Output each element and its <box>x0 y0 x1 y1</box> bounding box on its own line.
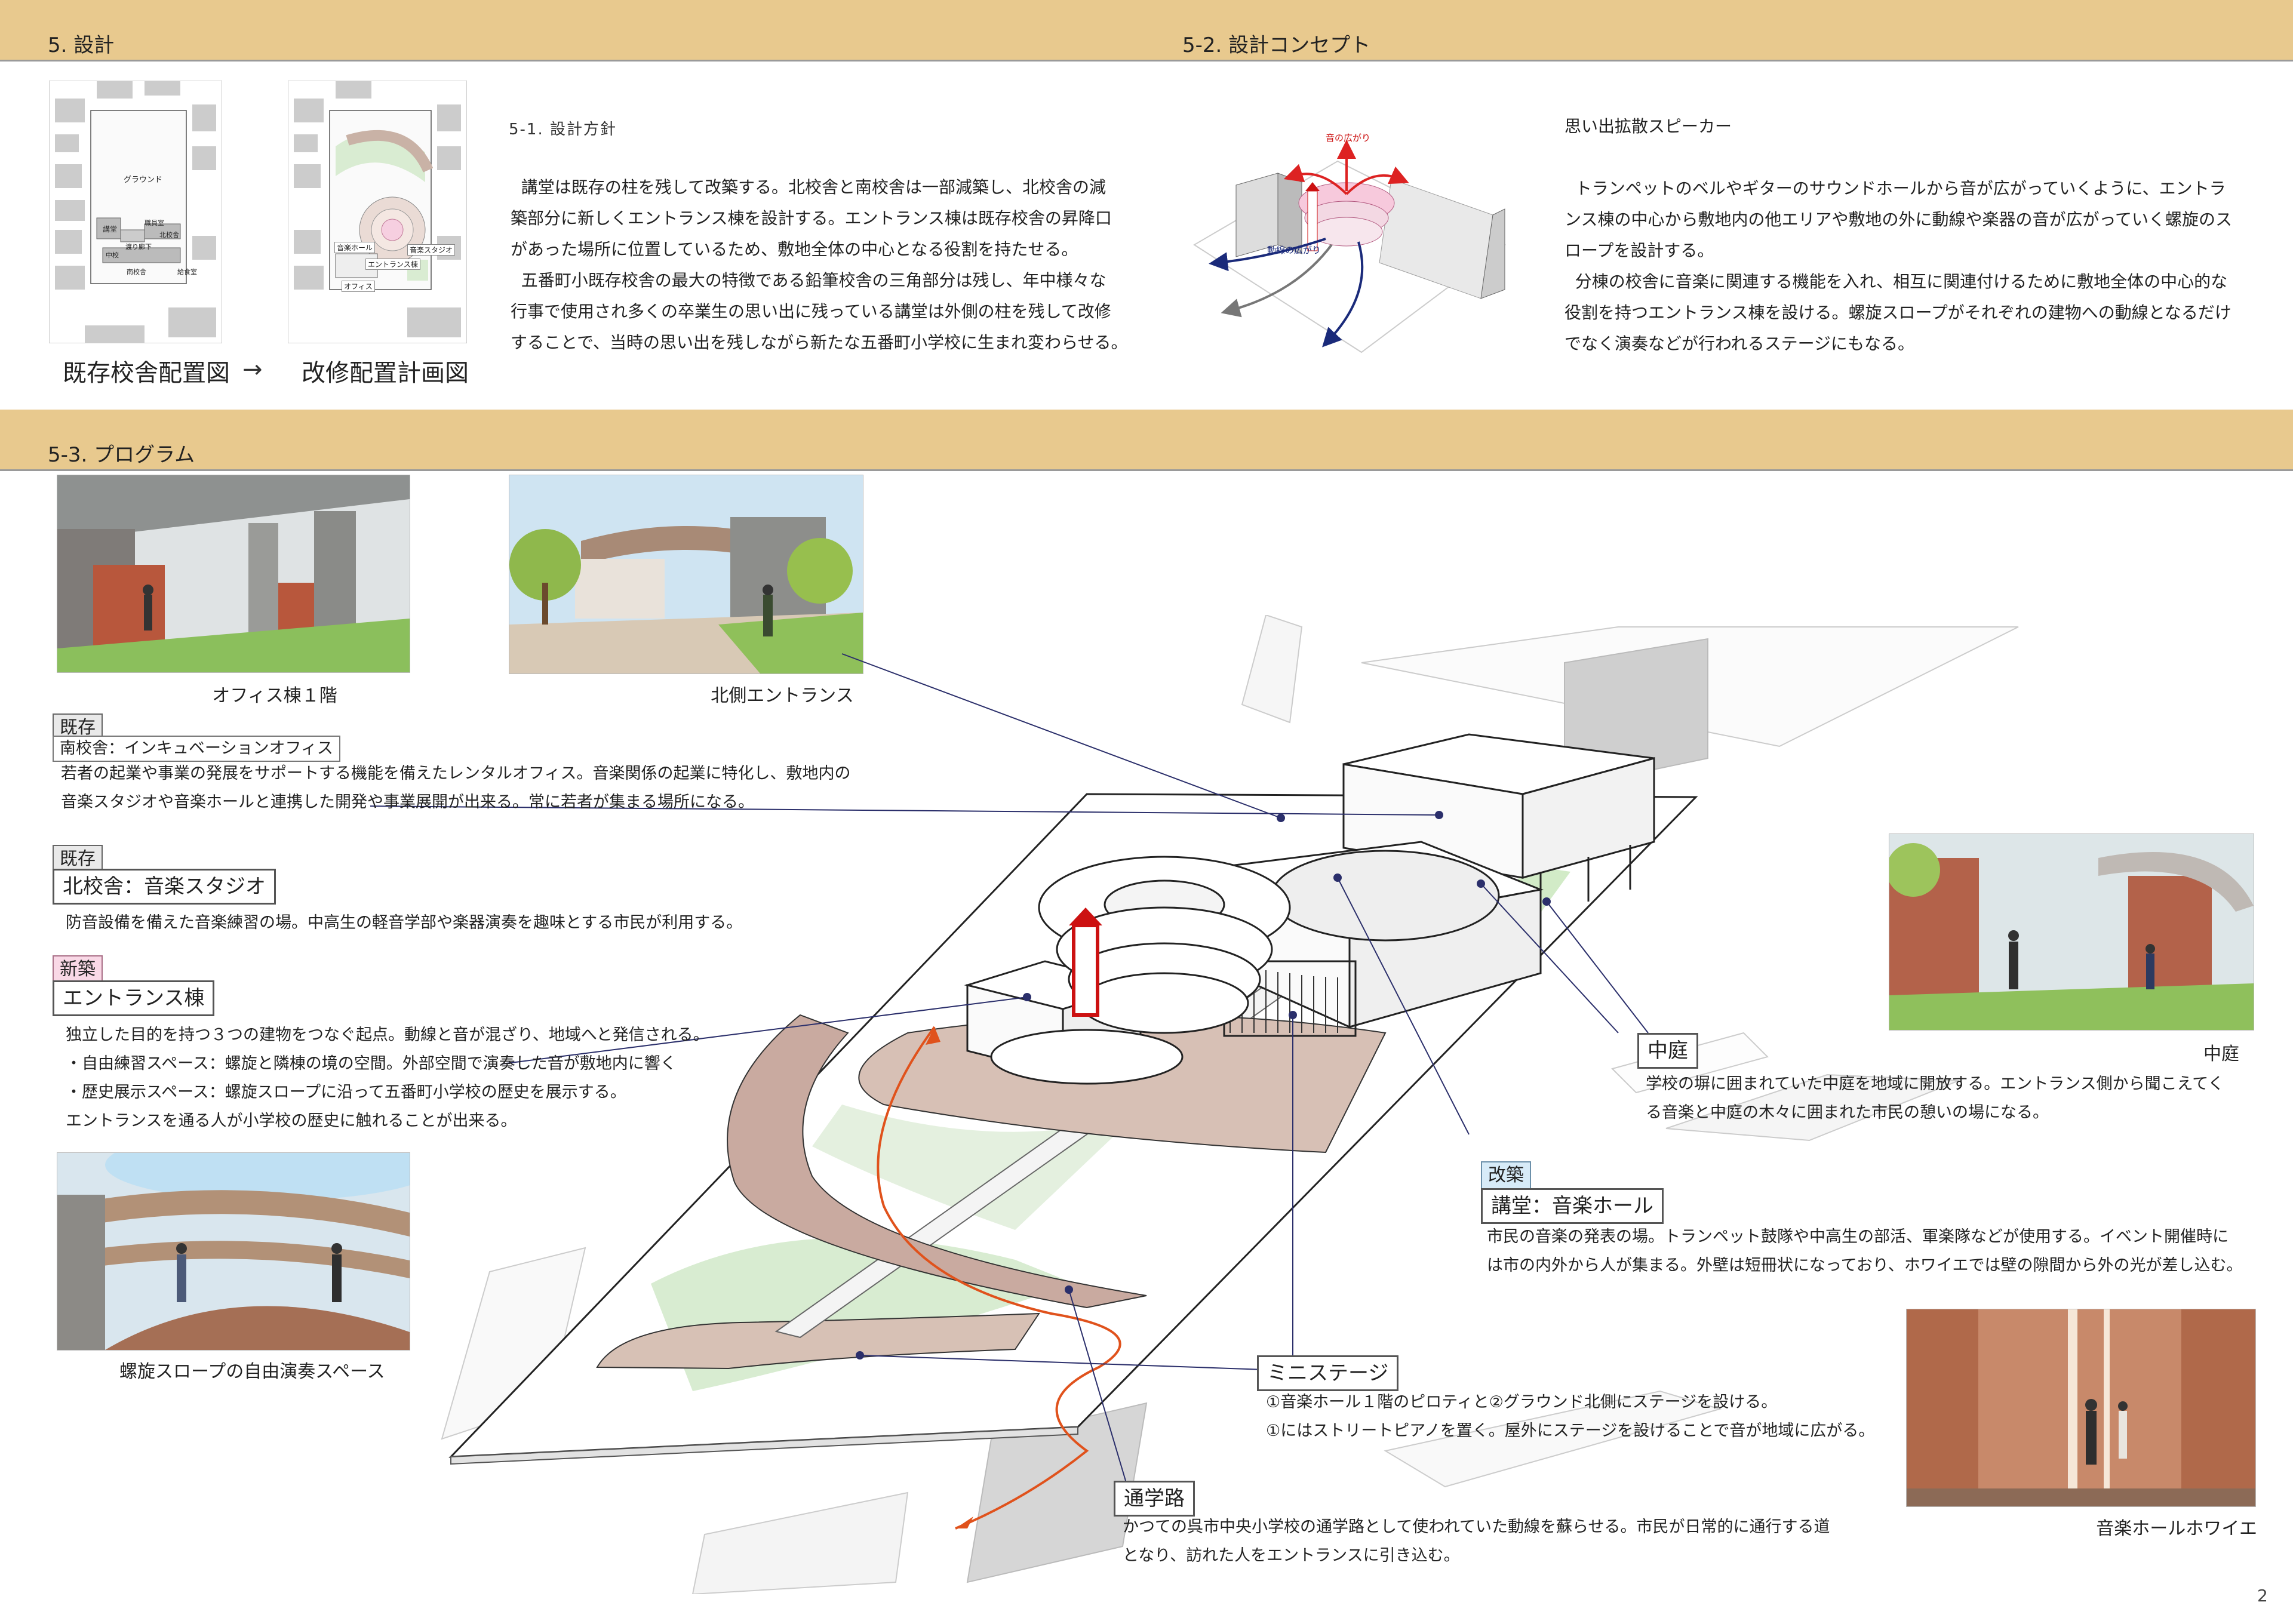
policy-title: 5-1. 設計方針 <box>509 121 617 139</box>
photo-foyer <box>1906 1309 2256 1507</box>
label-entrance-program: エントランス棟 <box>53 980 215 1016</box>
label-schoolroute: 通学路 <box>1114 1481 1195 1517</box>
existing-map-caption: 既存校舎配置図 <box>63 359 230 387</box>
concept-line: ロープを設計する。 <box>1564 241 1714 260</box>
label-corridor: 渡り廊下 <box>125 243 152 251</box>
tag-new-entrance: 新築 <box>53 955 103 984</box>
concept-title: 思い出拡散スピーカー <box>1564 116 1732 136</box>
flow-spread-label: 動線の広がり <box>1267 245 1321 256</box>
label-courtyard: 中庭 <box>1637 1033 1698 1069</box>
policy-line: 講堂は既存の柱を残して改築する。北校舎と南校舎は一部減築し、北校舎の減 <box>511 177 1106 197</box>
policy-line: 五番町小既存校舎の最大の特徴である鉛筆校舎の三角部分は残し、年中様々な <box>511 270 1106 290</box>
entrance-line: エントランスを通る人が小学校の歴史に触れることが出来る。 <box>66 1112 517 1130</box>
label-lecture: 講堂 <box>103 225 118 233</box>
entrance-line: 独立した目的を持つ３つの建物をつなぐ起点。動線と音が混ざり、地域へと発信される。 <box>66 1026 709 1044</box>
photo-office-floor <box>57 475 410 673</box>
section-band-top: 5. 設計 5-2. 設計コンセプト <box>0 0 2293 61</box>
caption-courtyard: 中庭 <box>2203 1044 2239 1065</box>
caption-foyer: 音楽ホールホワイエ <box>2096 1518 2257 1539</box>
photo-north-entrance <box>509 475 863 674</box>
ministage-desc: ①音楽ホール１階のピロティと②グラウンド北側にステージを設ける。 ①にはストリー… <box>1266 1388 1923 1445</box>
concept-line: 役割を持つエントランス棟を設ける。螺旋スロープがそれぞれの建物への動線となるだけ <box>1564 303 2231 322</box>
label-middle: 中校 <box>106 251 119 259</box>
schoolroute-line: となり、訪れた人をエントランスに引き込む。 <box>1123 1546 1460 1565</box>
concept-line: 分棟の校舎に音楽に関連する機能を入れ、相互に関連付けるために敷地全体の中心的な <box>1564 272 2228 291</box>
policy-line: 築部分に新しくエントランス棟を設計する。エントランス棟は既存校舎の昇降口 <box>511 208 1112 228</box>
hall-line: は市の内外から人が集まる。外壁は短冊状になっており、ホワイエでは壁の隙間から外の… <box>1487 1256 2243 1275</box>
caption-spiral-slope: 螺旋スロープの自由演奏スペース <box>119 1361 385 1382</box>
label-office: オフィス <box>342 281 375 292</box>
axonometric-drawing <box>370 615 2114 1594</box>
label-entrance-bldg: エントランス棟 <box>365 259 420 270</box>
concept-diagram: 音の広がり 動線の広がり <box>1182 125 1517 358</box>
entrance-line: ・歴史展示スペース：螺旋スロープに沿って五番町小学校の歴史を展示する。 <box>66 1083 626 1102</box>
section-title-design: 5. 設計 <box>48 33 115 57</box>
studio-desc: 防音設備を備えた音楽練習の場。中高生の軽音学部や楽器演奏を趣味とする市民が利用す… <box>66 909 842 937</box>
page-number: 2 <box>2257 1586 2268 1605</box>
concept-line: トランペットのベルやギターのサウンドホールから音が広がっていくように、エントラ <box>1564 179 2226 198</box>
courtyard-line: 学校の塀に囲まれていた中庭を地域に開放する。エントランス側から聞こえてく <box>1646 1075 2224 1093</box>
ministage-line: ①にはストリートピアノを置く。屋外にステージを設けることで音が地域に広がる。 <box>1266 1422 1875 1440</box>
caption-north-entrance: 北側エントランス <box>711 685 854 706</box>
policy-text: 講堂は既存の柱を残して改築する。北校舎と南校舎は一部減築し、北校舎の減 築部分に… <box>511 172 1128 358</box>
concept-line: でなく演奏などが行われるステージにもなる。 <box>1564 334 1915 353</box>
office-line: 若者の起業や事業の発展をサポートする機能を備えたレンタルオフィス。音楽関係の起業… <box>61 764 851 783</box>
section-title-concept: 5-2. 設計コンセプト <box>1182 33 1371 57</box>
label-ministage: ミニステージ <box>1257 1355 1399 1391</box>
label-music-hall: 音楽ホール <box>334 242 376 253</box>
schoolroute-line: かつての呉市中央小学校の通学路として使われていた動線を蘇らせる。市民が日常的に通… <box>1123 1518 1830 1536</box>
ministage-line: ①音楽ホール１階のピロティと②グラウンド北側にステージを設ける。 <box>1266 1393 1778 1411</box>
office-desc: 若者の起業や事業の発展をサポートする機能を備えたレンタルオフィス。音楽関係の起業… <box>61 759 885 817</box>
label-hall-program: 講堂：音楽ホール <box>1481 1188 1664 1224</box>
existing-site-map: グラウンド 講堂 職員室 北校舎 渡り廊下 中校 給食室 南校舎 <box>49 81 222 343</box>
label-north: 北校舎 <box>159 231 179 239</box>
plan-site-map: 音楽ホール 音楽スタジオ エントランス棟 オフィス <box>288 81 467 343</box>
section-band-program: 5-3. プログラム <box>0 410 2293 471</box>
section-title-program: 5-3. プログラム <box>48 443 195 467</box>
courtyard-line: る音楽と中庭の木々に囲まれた市民の憩いの場になる。 <box>1646 1103 2049 1122</box>
sound-spread-label: 音の広がり <box>1326 133 1371 143</box>
label-music-studio: 音楽スタジオ <box>407 244 456 256</box>
concept-text: トランペットのベルやギターのサウンドホールから音が広がっていくように、エントラ … <box>1564 173 2257 359</box>
office-line: 音楽スタジオや音楽ホールと連携した開発や事業展開が出来る。常に若者が集まる場所に… <box>61 793 754 811</box>
label-staff: 職員室 <box>145 219 164 227</box>
entrance-desc: 独立した目的を持つ３つの建物をつなぐ起点。動線と音が混ざり、地域へと発信される。… <box>66 1021 782 1136</box>
entrance-line: ・自由練習スペース：螺旋と隣棟の境の空間。外部空間で演奏した音が敷地内に響く <box>66 1054 677 1073</box>
schoolroute-desc: かつての呉市中央小学校の通学路として使われていた動線を蘇らせる。市民が日常的に通… <box>1123 1513 1899 1570</box>
caption-office-floor: オフィス棟１階 <box>212 685 337 706</box>
map-arrow: → <box>242 356 263 383</box>
tag-renovated-hall: 改築 <box>1481 1161 1531 1190</box>
label-nurse: 給食室 <box>177 268 197 276</box>
policy-line: することで、当時の思い出を残しながら新たな五番町小学校に生まれ変わらせる。 <box>511 333 1128 352</box>
studio-line: 防音設備を備えた音楽練習の場。中高生の軽音学部や楽器演奏を趣味とする市民が利用す… <box>66 914 743 932</box>
photo-courtyard <box>1889 833 2254 1031</box>
hall-line: 市民の音楽の発表の場。トランペット鼓隊や中高生の部活、軍楽隊などが使用する。イベ… <box>1487 1228 2229 1246</box>
policy-line: 行事で使用され多くの卒業生の思い出に残っている講堂は外側の柱を残して改修 <box>511 302 1111 321</box>
label-south: 南校舎 <box>127 268 146 276</box>
label-studio-program: 北校舎：音楽スタジオ <box>53 869 276 905</box>
photo-spiral-slope <box>57 1152 410 1351</box>
plan-map-caption: 改修配置計画図 <box>302 359 469 387</box>
concept-line: ンス棟の中心から敷地内の他エリアや敷地の外に動線や楽器の音が広がっていく螺旋のス <box>1564 210 2233 229</box>
label-office-program: 南校舎：インキュベーションオフィス <box>53 736 340 762</box>
courtyard-desc: 学校の塀に囲まれていた中庭を地域に開放する。エントランス側から聞こえてく る音楽… <box>1646 1070 2255 1127</box>
hall-desc: 市民の音楽の発表の場。トランペット鼓隊や中高生の部活、軍楽隊などが使用する。イベ… <box>1487 1223 2263 1280</box>
policy-line: があった場所に位置しているため、敷地全体の中心となる役割を持たせる。 <box>511 239 1078 259</box>
label-ground: グラウンド <box>124 176 163 184</box>
